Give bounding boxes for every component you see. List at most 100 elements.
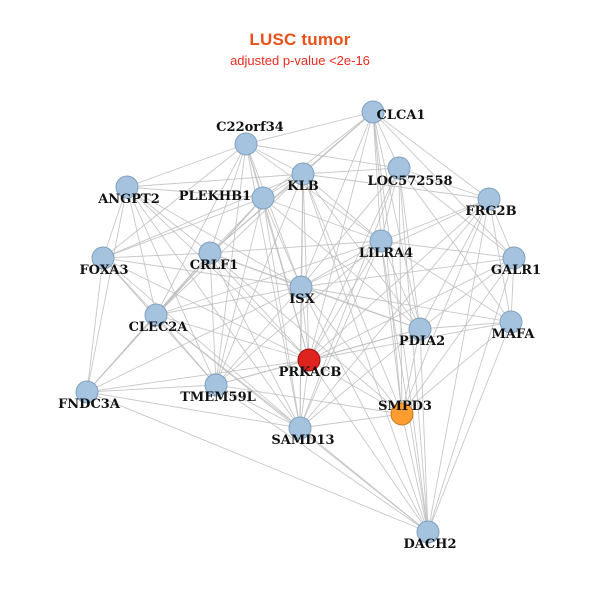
node-label-dach2: DACH2 [403, 537, 456, 552]
edge-line [215, 286, 302, 386]
edge-line [102, 257, 302, 288]
node-klb [291, 162, 315, 186]
edge-line [300, 286, 421, 330]
edge-line [126, 186, 302, 288]
edge-line [215, 384, 429, 533]
edge-line [427, 198, 490, 533]
edge-line [398, 167, 421, 330]
edge-line [299, 198, 490, 429]
edge-line [302, 173, 403, 415]
node-loc572558 [387, 156, 411, 180]
edge-line [308, 257, 515, 361]
edge-line [102, 197, 264, 259]
edge-line [300, 240, 382, 288]
edge-line [419, 328, 429, 533]
edge-line [102, 143, 247, 259]
edge-line [126, 173, 304, 188]
edge-line [215, 173, 304, 386]
edge-line [86, 391, 301, 429]
edge-line [380, 240, 403, 415]
edge-line [308, 321, 512, 361]
node-label-clec2a: CLEC2A [129, 320, 189, 335]
node-clca1 [361, 100, 385, 124]
edge-line [372, 111, 403, 415]
edge-line [299, 427, 429, 533]
node-clec2a [144, 303, 168, 327]
edge-line [126, 186, 211, 254]
node-label-samd13: SAMD13 [271, 433, 334, 448]
node-mafa [499, 310, 523, 334]
edge-line [215, 240, 382, 386]
edge-line [126, 186, 310, 361]
node-dach2 [416, 520, 440, 544]
edge-line [419, 198, 490, 330]
node-lilra4 [369, 229, 393, 253]
edge-line [302, 173, 429, 533]
node-label-angpt2: ANGPT2 [97, 192, 160, 207]
node-foxa3 [91, 246, 115, 270]
node-prkacb [297, 348, 321, 372]
node-label-isx: ISX [289, 292, 315, 307]
edge-line [86, 186, 128, 393]
edge-line [398, 167, 403, 415]
node-angpt2 [115, 175, 139, 199]
edge-line [215, 197, 264, 386]
edge-line [102, 173, 304, 259]
edge-line [401, 321, 512, 415]
edge-line [419, 321, 512, 330]
edge-line [262, 197, 310, 361]
node-crlf1 [198, 241, 222, 265]
node-label-frg2b: FRG2B [465, 204, 516, 219]
edge-line [155, 314, 217, 386]
edge-line [245, 143, 382, 242]
edge-line [372, 111, 515, 259]
edge-line [398, 167, 429, 533]
edge-line [380, 240, 429, 533]
edge-line [372, 111, 490, 200]
node-samd13 [288, 416, 312, 440]
node-frg2b [477, 187, 501, 211]
edge-line [401, 413, 429, 533]
edge-line [308, 111, 374, 361]
node-label-clca1: CLCA1 [377, 108, 426, 123]
edge-line [86, 359, 310, 393]
edge-line [302, 173, 310, 361]
edge-line [427, 321, 512, 533]
edge-line [299, 167, 400, 429]
node-label-foxa3: FOXA3 [79, 263, 128, 278]
edge-line [308, 198, 490, 361]
edge-line [380, 240, 421, 330]
edge-line [215, 143, 247, 386]
node-label-mafa: MAFA [491, 327, 535, 342]
node-label-crlf1: CRLF1 [190, 258, 239, 273]
edge-line [155, 173, 304, 316]
node-label-klb: KLB [287, 179, 318, 194]
edge-line [398, 167, 515, 259]
edge-line [86, 314, 157, 393]
node-tmem59l [204, 373, 228, 397]
edge-line [155, 314, 310, 361]
edge-line [302, 173, 382, 242]
edge-line [262, 197, 302, 288]
node-label-prkacb: PRKACB [279, 365, 342, 380]
edge-line [488, 198, 512, 323]
edge-line [86, 391, 429, 533]
plot-title: LUSC tumor [249, 30, 351, 49]
edge-line [380, 167, 400, 242]
edge-line [300, 286, 429, 533]
edge-line [300, 286, 310, 361]
node-isx [289, 275, 313, 299]
edge-line [401, 198, 490, 415]
node-label-tmem59l: TMEM59L [180, 390, 256, 405]
edge-line [308, 240, 382, 361]
edge-line [380, 240, 512, 323]
edge-line [401, 257, 515, 415]
node-galr1 [502, 246, 526, 270]
plot-subtitle: adjusted p-value <2e-16 [230, 53, 370, 68]
edge-line [299, 240, 382, 429]
edge-line [102, 257, 310, 361]
node-label-plekhb1: PLEKHB1 [179, 189, 251, 204]
edge-line [380, 240, 515, 259]
node-label-galr1: GALR1 [491, 263, 541, 278]
edge-line [102, 257, 301, 429]
